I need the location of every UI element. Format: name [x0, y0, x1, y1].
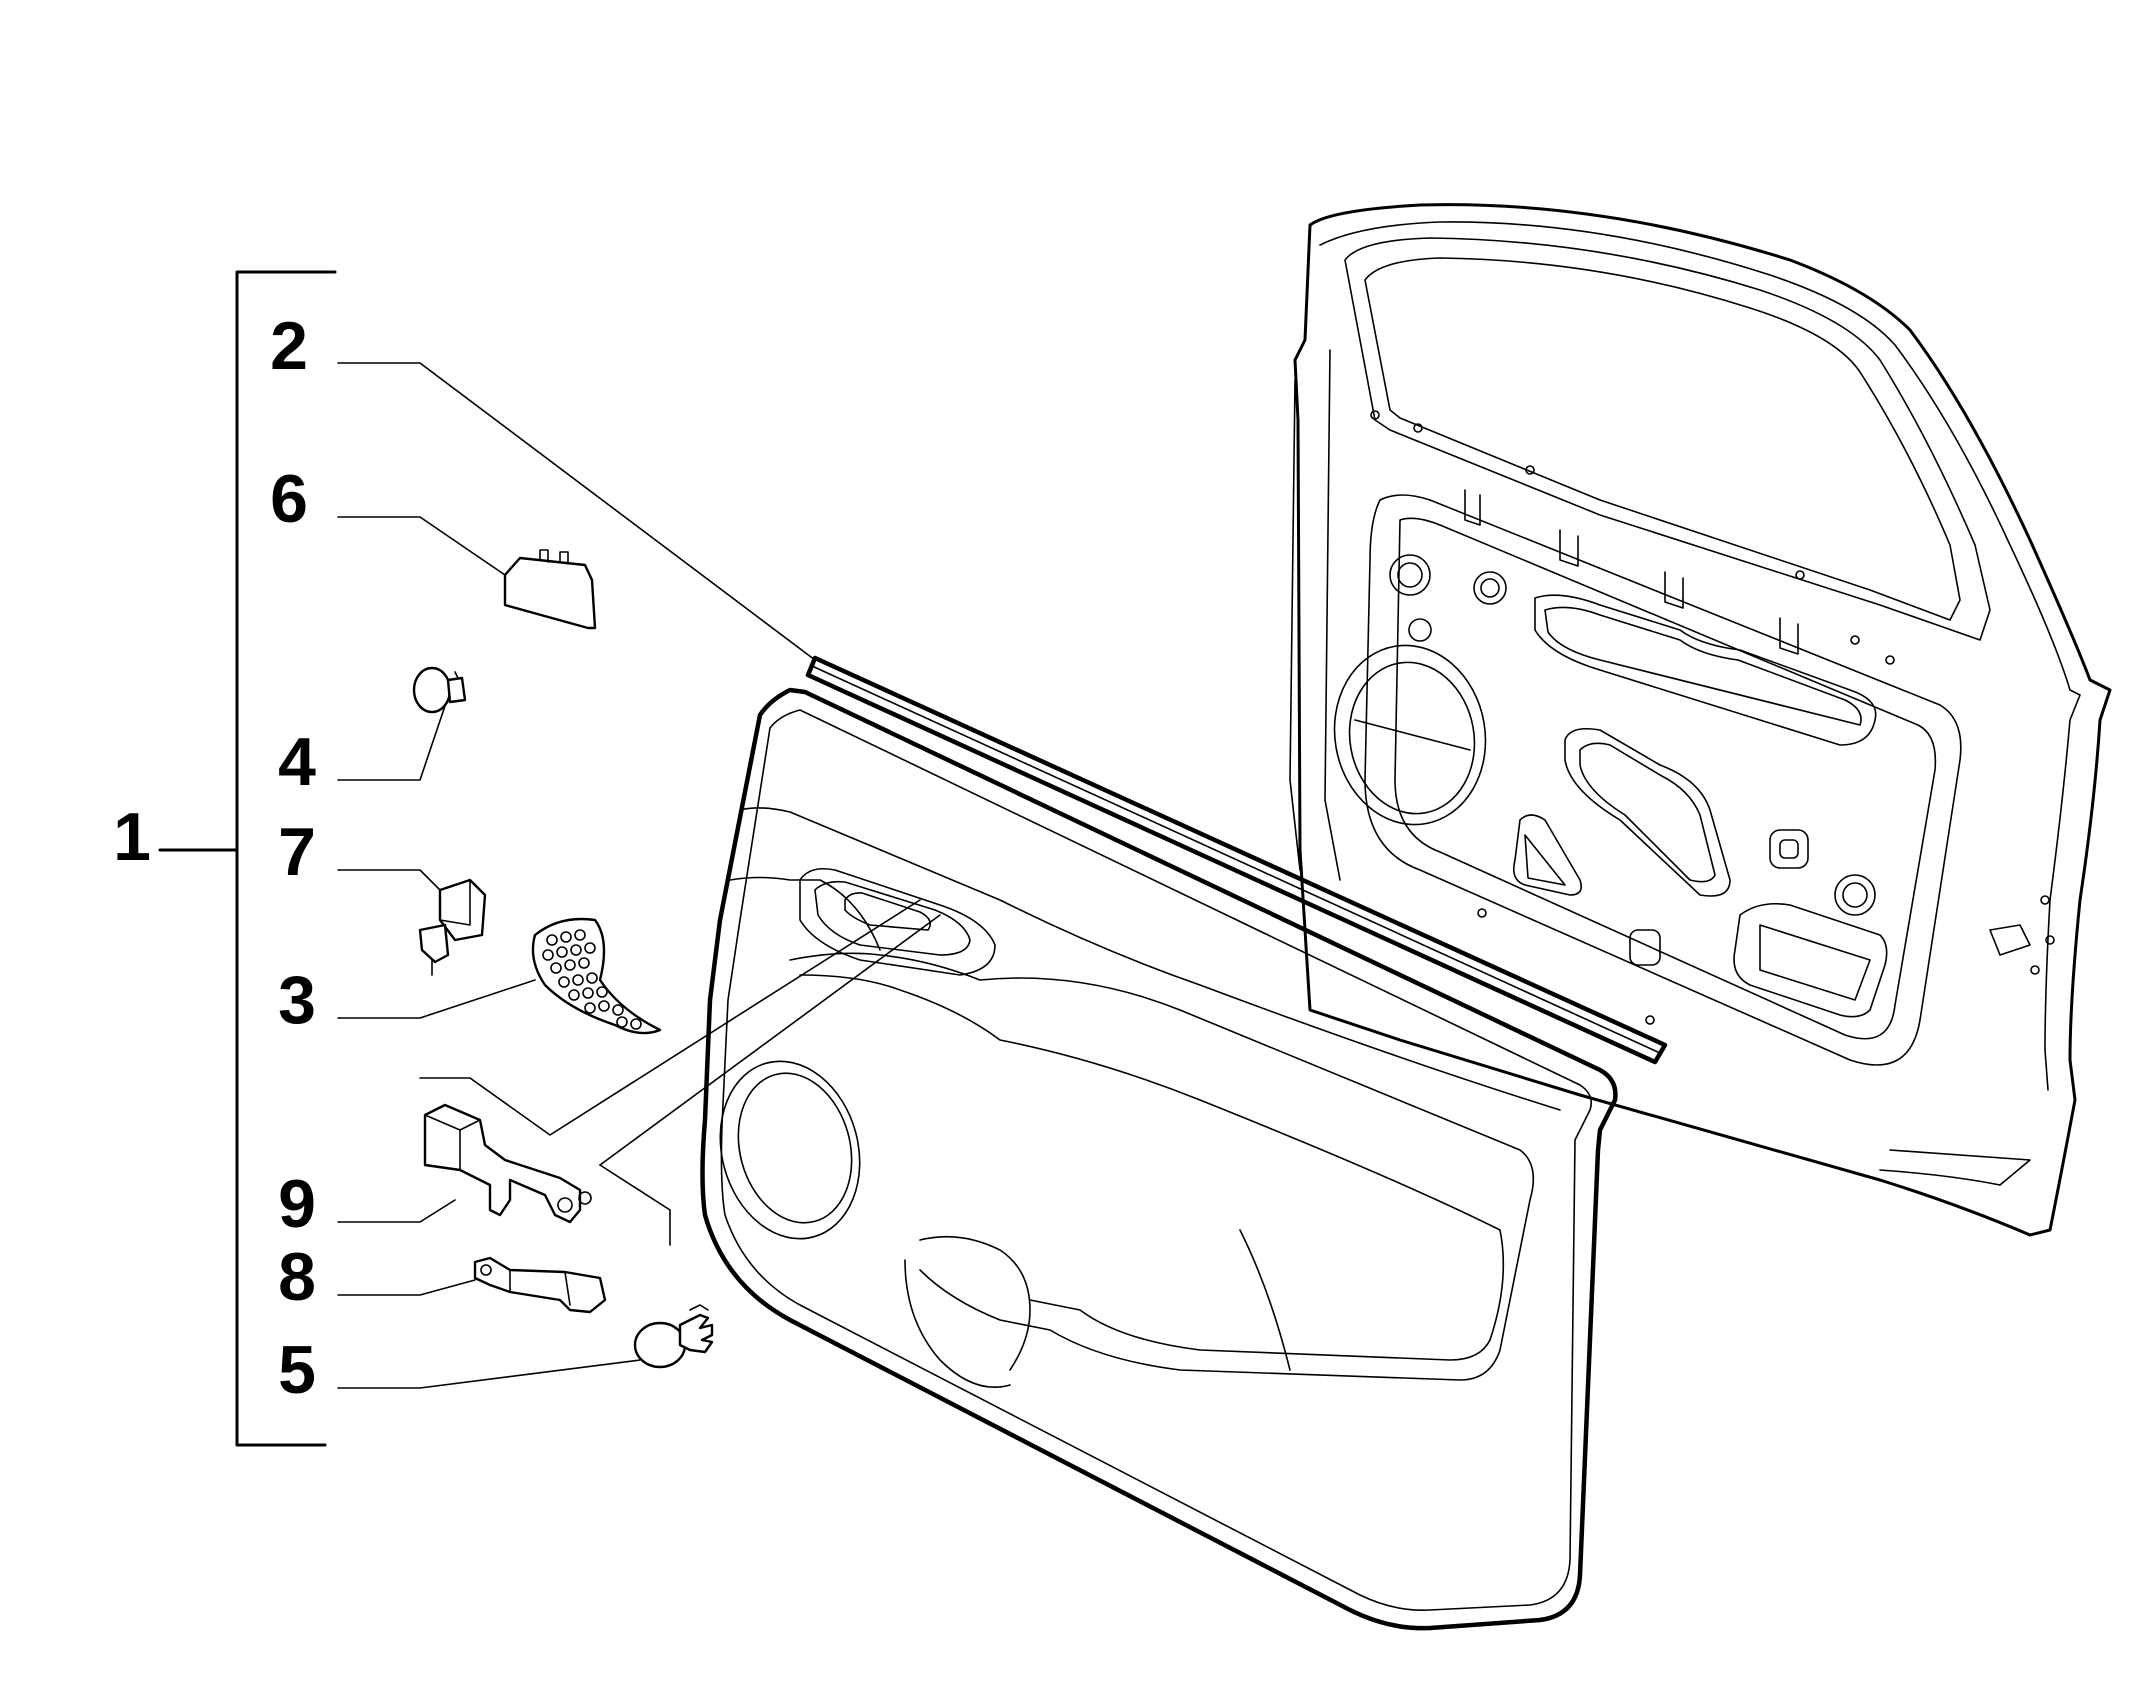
part-4-clip [412, 666, 467, 714]
door-trim-panel [700, 687, 1618, 1631]
callout-3: 3 [278, 962, 316, 1038]
leader-9 [337, 1199, 456, 1223]
leader-9a [419, 899, 921, 1136]
callout-4: 4 [278, 724, 316, 800]
leader-9b [599, 1164, 671, 1246]
part-8-bracket [473, 1256, 607, 1314]
leader-6 [337, 516, 506, 576]
leader-9c [599, 914, 941, 1166]
leader-3 [337, 979, 536, 1019]
callout-1: 1 [113, 799, 151, 875]
leader-8 [337, 1279, 476, 1296]
callout-6: 6 [270, 461, 308, 537]
group-bracket [158, 270, 337, 1447]
part-7-connector [418, 878, 487, 976]
leader-7 [337, 869, 441, 891]
door-inner-frame [1289, 203, 2112, 1237]
part-6-handle-cap [503, 549, 597, 630]
leader-5 [337, 1359, 641, 1389]
leader-lines [337, 362, 941, 1389]
part-2-seal-strip [805, 655, 1668, 1065]
part-3-speaker-grille [531, 917, 662, 1035]
callout-9: 9 [278, 1166, 316, 1242]
part-9-bracket [423, 1103, 592, 1224]
callout-8: 8 [278, 1239, 316, 1315]
callout-2: 2 [270, 308, 308, 384]
leader-4 [337, 699, 448, 781]
callout-5: 5 [278, 1332, 316, 1408]
callout-7: 7 [278, 814, 316, 890]
part-5-push-clip [633, 1304, 714, 1369]
leader-2 [337, 362, 816, 661]
